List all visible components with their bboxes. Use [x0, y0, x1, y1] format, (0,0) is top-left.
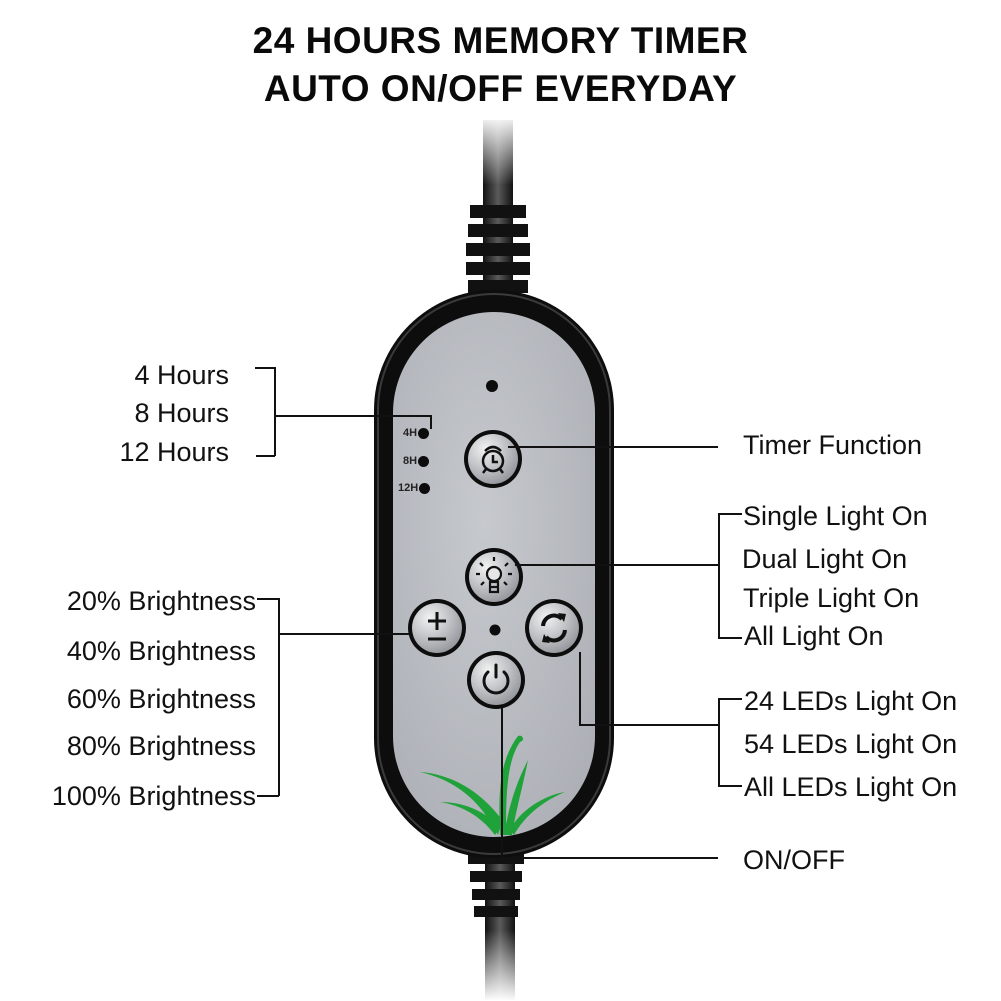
timer-button — [464, 430, 522, 488]
top-cable — [466, 115, 530, 320]
indicator-4h: 4H — [403, 427, 430, 439]
callout-bracket — [718, 698, 720, 786]
indicator-8h: 8H — [403, 455, 430, 467]
title-line-2: AUTO ON/OFF EVERYDAY — [263, 68, 738, 109]
callout-line — [430, 415, 432, 429]
callout-line — [255, 367, 275, 369]
callout-line — [256, 455, 275, 457]
power-label: ON/OFF — [743, 845, 845, 875]
led-option-54: 54 LEDs Light On — [744, 729, 958, 759]
brightness-option-80: 80% Brightness — [66, 731, 256, 761]
timer-function-label: Timer Function — [743, 430, 923, 460]
indicator-led-dot — [419, 482, 431, 494]
timer-option-12h: 12 Hours — [119, 437, 229, 467]
title-line-1: 24 HOURS MEMORY TIMER — [252, 20, 749, 61]
callout-bracket — [274, 367, 276, 456]
callout-line — [515, 564, 719, 566]
indicator-4h-label: 4H — [403, 427, 418, 439]
callout-line — [718, 785, 742, 787]
cycle-button — [525, 599, 583, 657]
timer-option-4h: 4 Hours — [134, 360, 229, 390]
indicator-12h-label: 12H — [398, 482, 419, 494]
callout-line — [718, 637, 742, 639]
timer-option-8h: 8 Hours — [134, 398, 229, 428]
indicator-8h-label: 8H — [403, 455, 418, 467]
brightness-option-20: 20% Brightness — [66, 586, 256, 616]
callout-line — [579, 652, 581, 725]
brightness-button — [408, 599, 466, 657]
brightness-option-40: 40% Brightness — [66, 636, 256, 666]
callout-bracket — [278, 598, 280, 796]
callout-line — [501, 857, 718, 859]
indicator-led-dot — [418, 455, 430, 467]
light-mode-single: Single Light On — [743, 501, 928, 531]
indicator-12h: 12H — [398, 482, 431, 494]
callout-line — [501, 708, 503, 858]
indicator-led-dot — [418, 427, 430, 439]
brightness-option-60: 60% Brightness — [66, 684, 256, 714]
light-mode-dual: Dual Light On — [742, 544, 908, 574]
callout-line — [257, 795, 279, 797]
light-mode-all: All Light On — [744, 621, 884, 651]
bottom-cable — [468, 840, 524, 1001]
light-mode-button — [465, 548, 523, 606]
brightness-option-100: 100% Brightness — [51, 781, 256, 811]
power-button — [467, 651, 525, 709]
led-option-24: 24 LEDs Light On — [744, 686, 958, 716]
center-indicator-dot — [489, 624, 501, 636]
status-indicator-dot — [486, 380, 498, 392]
led-option-all: All LEDs Light On — [744, 772, 958, 802]
callout-line — [279, 633, 409, 635]
callout-line — [257, 598, 279, 600]
callout-line — [579, 724, 719, 726]
callout-line — [275, 415, 431, 417]
callout-bracket — [718, 513, 720, 638]
callout-line — [718, 698, 742, 700]
callout-line — [508, 446, 718, 448]
light-mode-triple: Triple Light On — [743, 583, 920, 613]
plant-logo — [420, 735, 565, 835]
callout-line — [718, 513, 742, 515]
